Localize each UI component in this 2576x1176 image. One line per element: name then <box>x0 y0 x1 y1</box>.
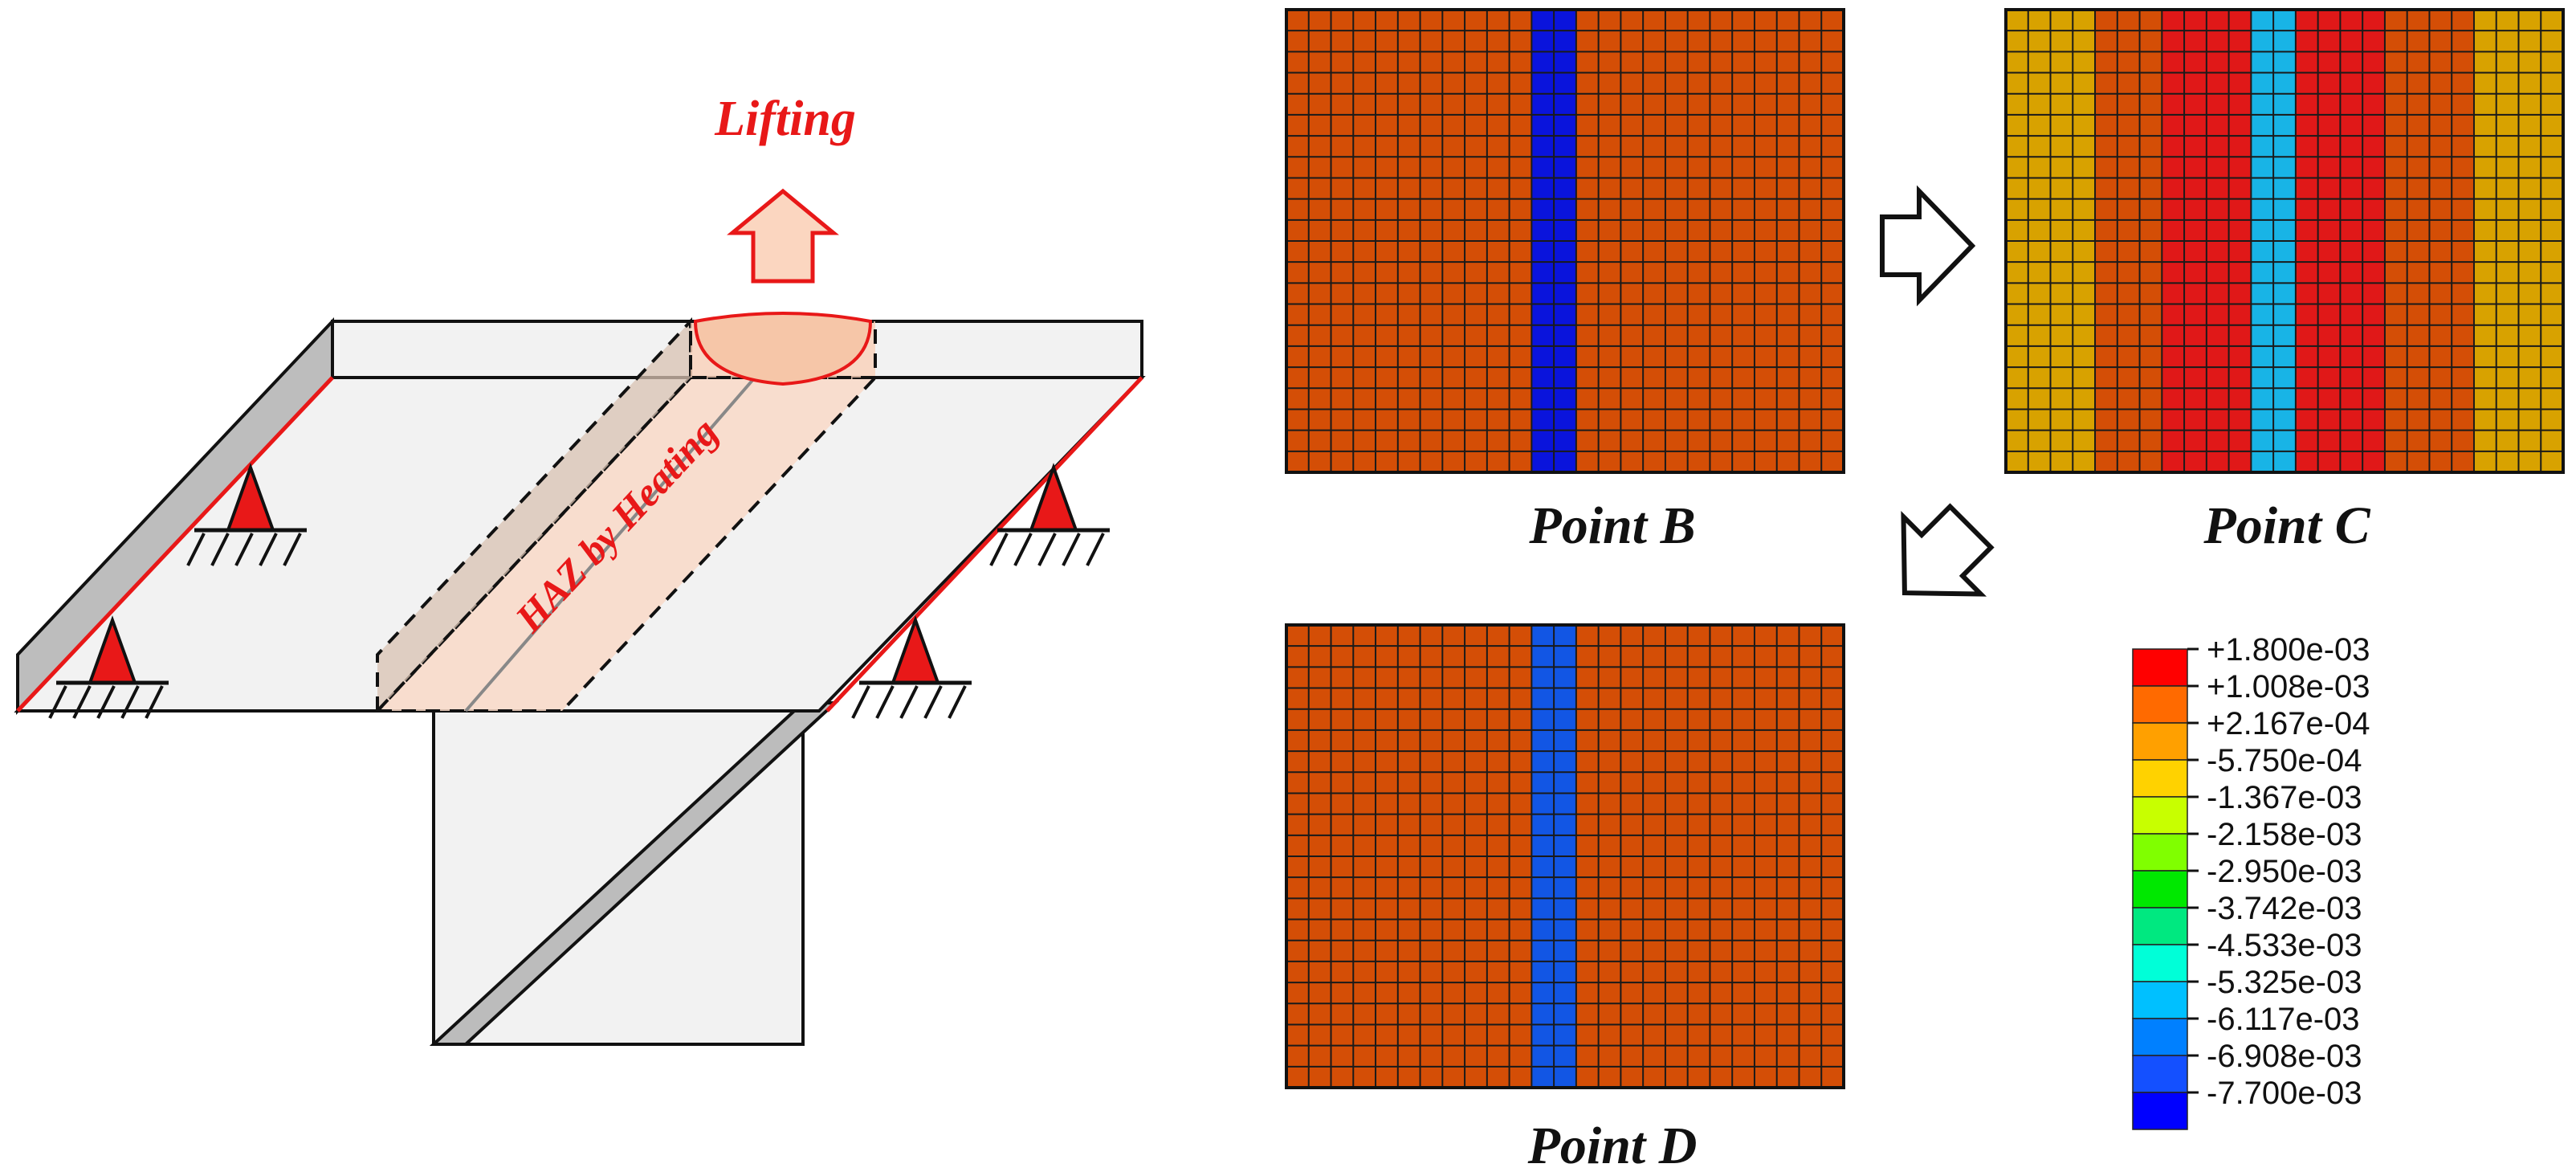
legend-value: +1.008e-03 <box>2207 669 2370 704</box>
legend-swatch <box>2132 722 2188 761</box>
legend-value: -5.750e-04 <box>2207 743 2362 778</box>
lifting-label: Lifting <box>714 92 856 146</box>
support-icon-3 <box>989 463 1110 566</box>
support-line-right <box>825 376 1143 713</box>
panel-label-point-b: Point B <box>1528 496 1695 555</box>
heat-spot <box>693 312 873 386</box>
support-icon-1 <box>186 463 307 566</box>
legend-swatch <box>2132 685 2188 724</box>
legend-swatch <box>2132 833 2188 872</box>
legend-swatch <box>2132 981 2188 1019</box>
legend-swatch <box>2132 1018 2188 1056</box>
legend-value: +2.167e-04 <box>2207 706 2370 741</box>
legend-value: -2.950e-03 <box>2207 854 2362 889</box>
legend-value: -5.325e-03 <box>2207 965 2362 1000</box>
legend-value: -2.158e-03 <box>2207 817 2362 852</box>
support-line-left <box>16 376 334 713</box>
legend-swatch <box>2132 944 2188 982</box>
legend-swatch <box>2132 1092 2188 1130</box>
legend-value: -6.117e-03 <box>2207 1002 2360 1037</box>
haz-region-top <box>373 376 879 713</box>
legend-value: +1.800e-03 <box>2207 632 2370 668</box>
legend-swatch <box>2132 648 2188 687</box>
legend-swatch <box>2132 907 2188 945</box>
legend-value: -3.742e-03 <box>2207 891 2362 926</box>
mesh-panel-point-c <box>2004 8 2565 474</box>
mesh-border <box>1285 8 1845 474</box>
lifting-arrow-icon <box>727 188 839 284</box>
legend-swatch <box>2132 759 2188 798</box>
web-centerline <box>464 376 756 713</box>
legend-value: -4.533e-03 <box>2207 928 2362 963</box>
legend-value: -7.700e-03 <box>2207 1076 2362 1111</box>
mesh-border <box>1285 623 1845 1089</box>
legend-swatch <box>2132 796 2188 835</box>
legend-swatch <box>2132 870 2188 909</box>
legend-value: -6.908e-03 <box>2207 1039 2362 1074</box>
legend-swatch <box>2132 1055 2188 1093</box>
panel-label-point-c: Point C <box>2203 496 2370 555</box>
support-icon-4 <box>851 615 972 719</box>
legend-value: -1.367e-03 <box>2207 780 2362 815</box>
support-icon-2 <box>48 615 169 719</box>
contour-legend: +1.800e-03+1.008e-03+2.167e-04-5.750e-04… <box>2132 632 2370 1130</box>
arrow-right-icon <box>1880 185 1976 307</box>
arrow-down-left-icon <box>1901 503 1995 597</box>
mesh-panel-point-d <box>1285 623 1845 1089</box>
mesh-border <box>2004 8 2565 474</box>
panel-label-point-d: Point D <box>1527 1117 1698 1175</box>
t-joint-schematic: Lifting HAZ by Heating <box>14 92 1146 1046</box>
mesh-panel-point-b <box>1285 8 1845 474</box>
